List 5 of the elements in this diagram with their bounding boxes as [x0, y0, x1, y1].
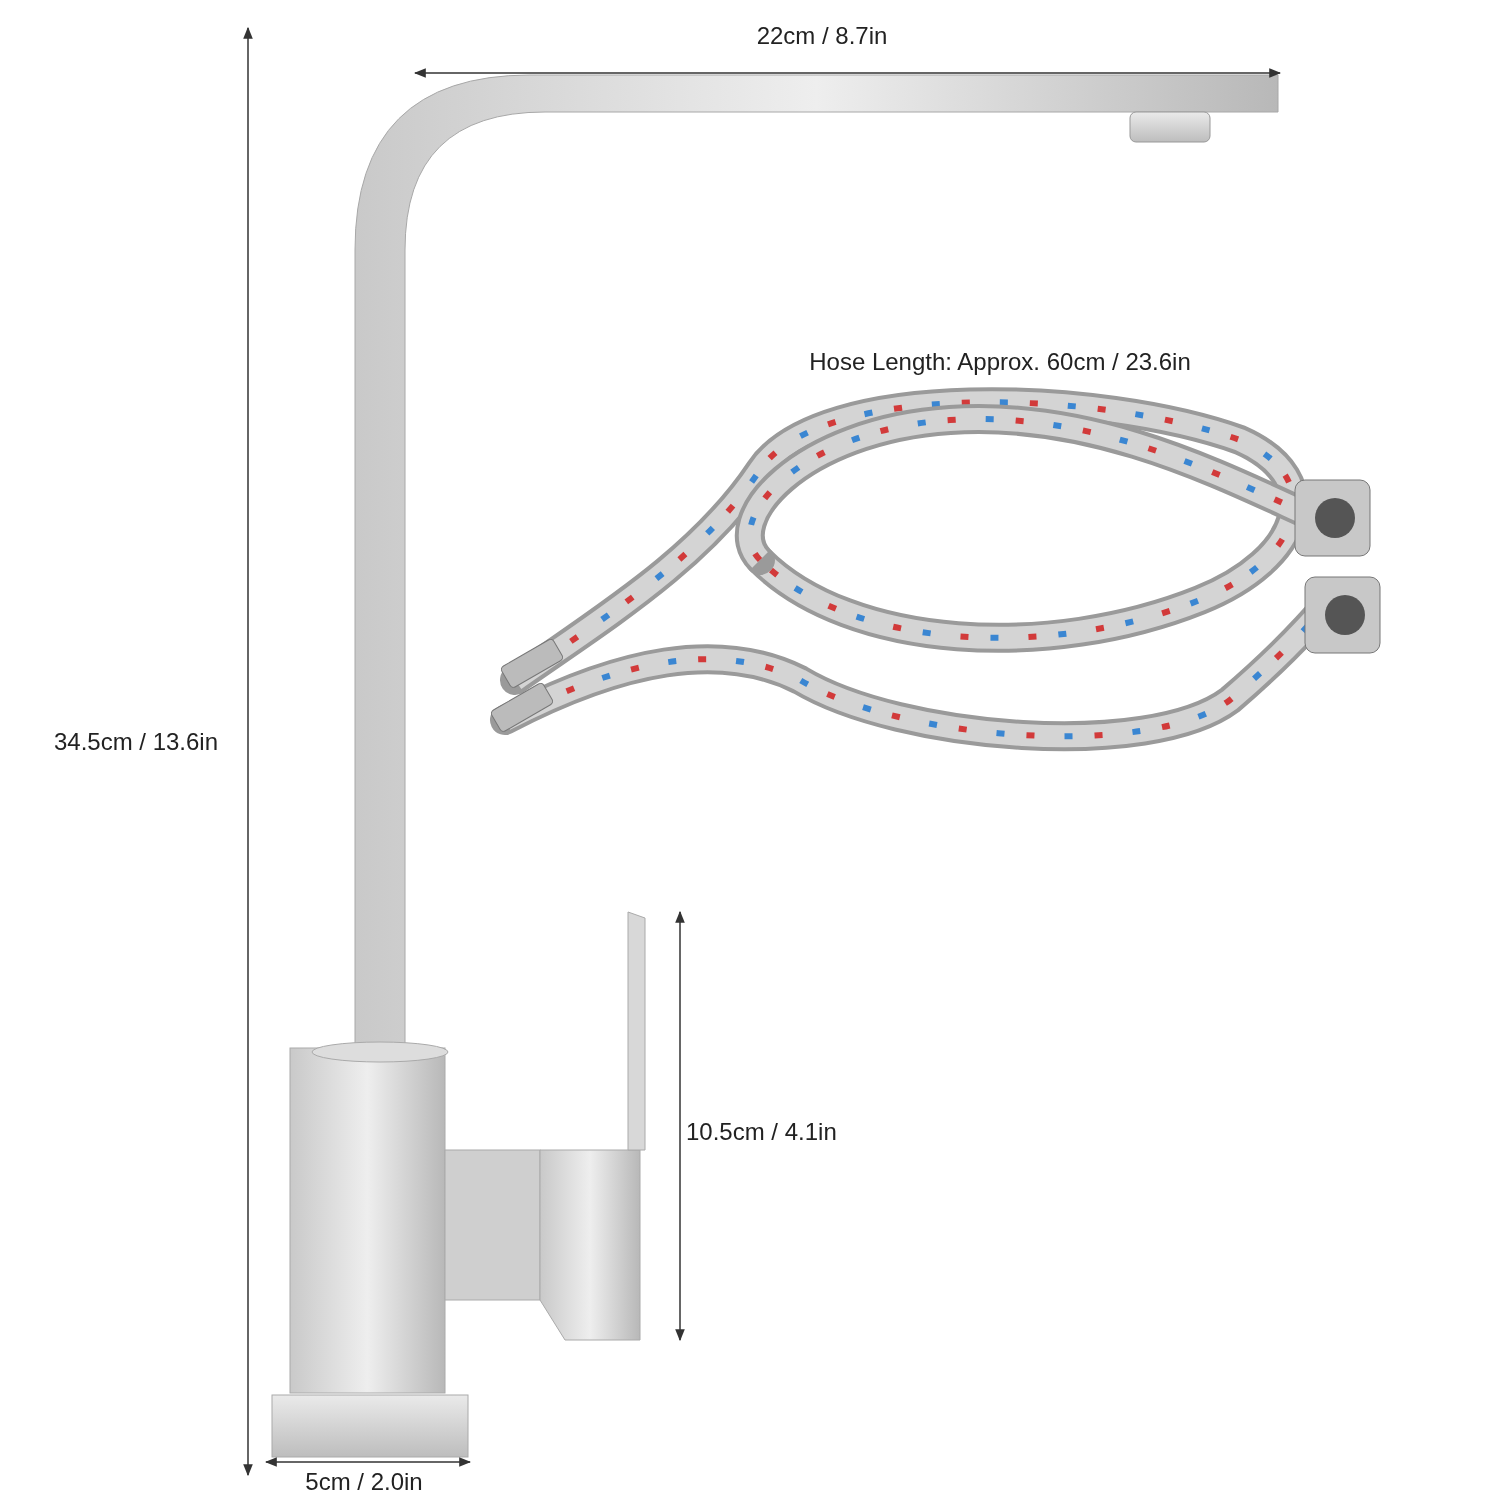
dimension-label: 34.5cm / 13.6in [53, 728, 219, 756]
dimension-label: 22cm / 8.7in [756, 22, 888, 50]
hose-length-label: Hose Length: Approx. 60cm / 23.6in [809, 348, 1191, 376]
dimension-label: 5cm / 2.0in [305, 1468, 423, 1496]
dimension-label: 10.5cm / 4.1in [686, 1118, 837, 1146]
